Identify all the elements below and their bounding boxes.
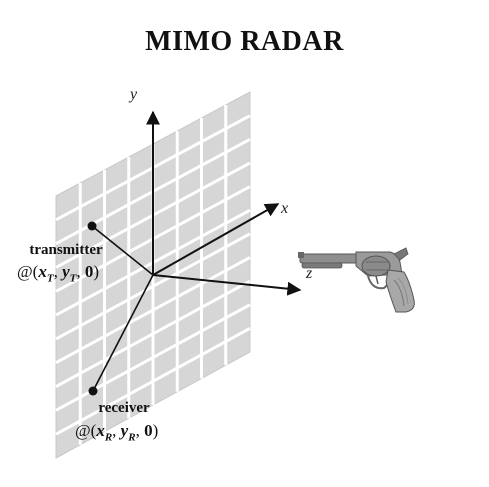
receiver-connector: [92, 274, 154, 392]
receiver-coord-suffix: ): [152, 421, 159, 440]
receiver-coord-y: y: [120, 421, 129, 440]
transmitter-coord-x-sub: T: [46, 272, 54, 285]
receiver-coord-x: x: [96, 421, 105, 440]
receiver-coordinates: @(xR, yR, 0): [75, 421, 159, 444]
receiver-dot: [88, 386, 98, 396]
array-grid-row-line: [55, 327, 251, 436]
transmitter-label: transmitter: [29, 242, 103, 258]
transmitter-connector: [91, 225, 154, 276]
transmitter-coord-suffix: ): [93, 262, 100, 281]
receiver-coord-x-sub: R: [104, 431, 113, 444]
transmitter-coord-x: x: [38, 262, 47, 281]
revolver-icon: [298, 247, 415, 313]
z-axis: [152, 274, 302, 296]
diagram-title: MIMO RADAR: [145, 26, 344, 57]
x-axis-label: x: [281, 200, 289, 217]
receiver-coord-y-sub: R: [128, 431, 136, 444]
array-grid-row-line: [55, 256, 251, 365]
receiver-coord-z: 0: [144, 421, 153, 440]
transmitter-coordinates: @(xT, yT, 0): [17, 262, 100, 285]
transmitter-coord-z: 0: [84, 262, 94, 281]
transmitter-coord-y: y: [62, 262, 70, 281]
y-axis-label: y: [130, 86, 138, 103]
array-grid-row-line: [55, 232, 251, 341]
receiver-coord-prefix: @(: [75, 421, 97, 440]
transmitter-coord-y-sub: T: [69, 272, 77, 285]
array-grid-row-line: [55, 303, 251, 412]
z-axis-label: z: [306, 265, 313, 282]
x-axis: [152, 203, 280, 276]
transmitter-dot: [87, 221, 97, 231]
receiver-label: receiver: [98, 400, 150, 416]
transmitter-coord-prefix: @(: [17, 262, 39, 281]
array-grid-row-line: [55, 279, 251, 388]
